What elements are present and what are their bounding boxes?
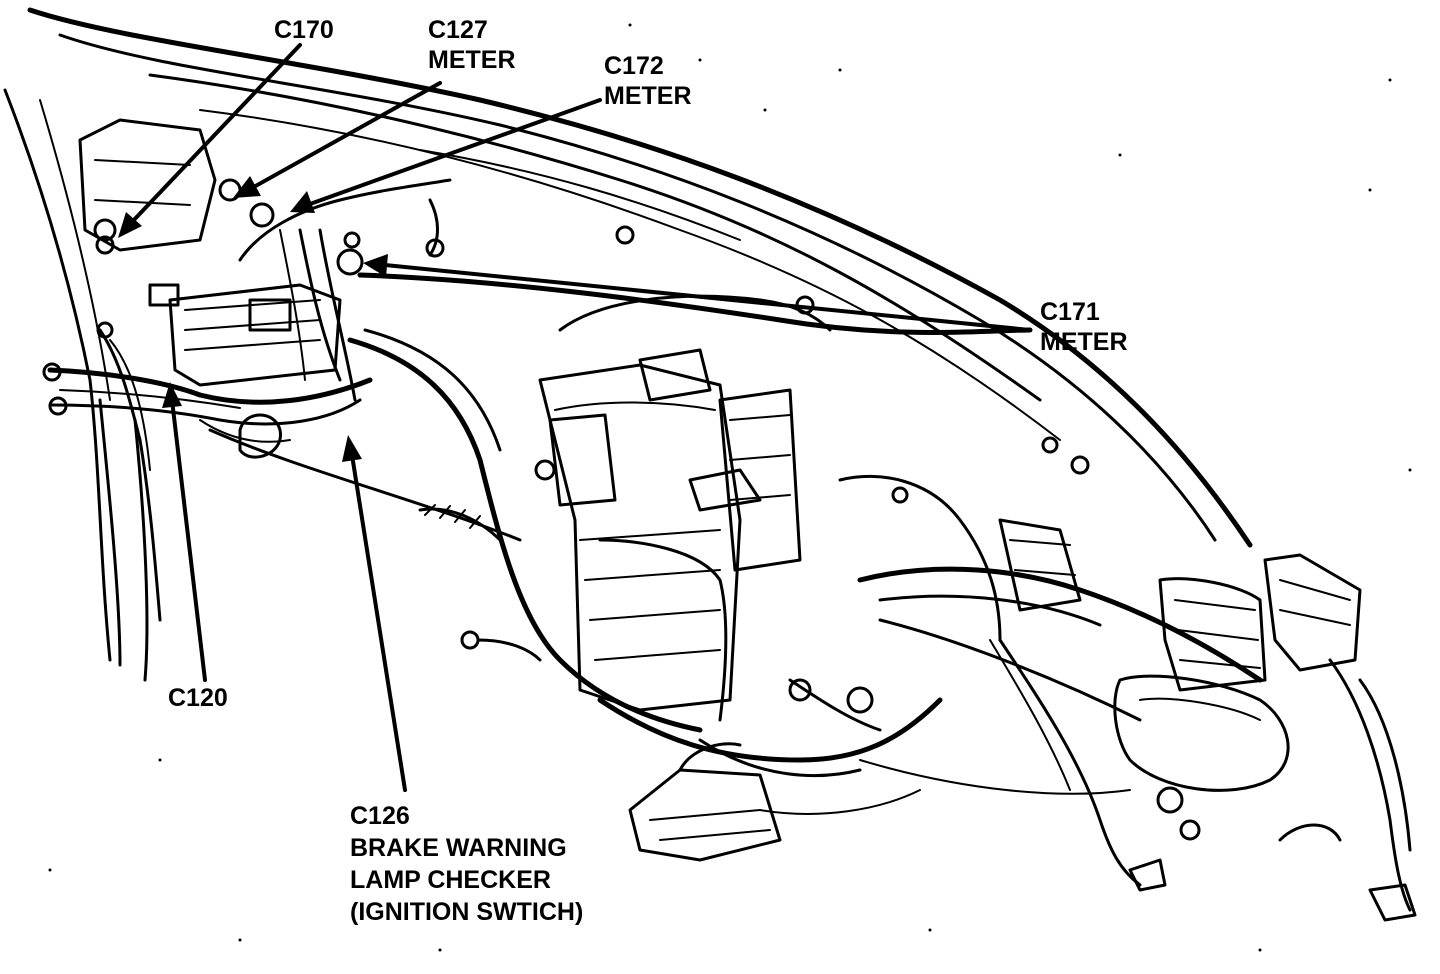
leader-c171 [383,263,1032,332]
label-c127-line-1: C127 [428,16,488,44]
label-c126-line-4: (IGNITION SWTICH) [350,898,583,926]
leader-c170 [130,43,302,224]
print-specks [48,23,1412,952]
leader-c126 [350,453,407,792]
leader-c172 [308,98,602,206]
leader-c127 [250,81,442,190]
label-c172-line-2: METER [604,82,692,110]
leader-c120 [170,398,207,682]
label-c120-line-1: C120 [168,684,228,712]
label-c172-line-1: C172 [604,52,664,80]
callout-leaders [118,43,1032,792]
label-c170: C170 [274,16,334,44]
label-c126-line-1: C126 [350,802,410,830]
label-c171-line-1: C171 [1040,298,1100,326]
arrowhead-c172 [290,191,315,213]
arrowhead-c171 [363,254,388,277]
label-c126-line-3: LAMP CHECKER [350,866,551,894]
arrowhead-c126 [342,435,362,462]
instrument-panel-drawing [3,7,1417,922]
label-c126: C126 BRAKE WARNING LAMP CHECKER (IGNITIO… [350,802,583,926]
arrowhead-c170 [118,212,142,238]
label-c172: C172 METER [604,52,692,110]
label-c120: C120 [168,684,228,712]
label-c171-line-2: METER [1040,328,1128,356]
label-c127: C127 METER [428,16,516,74]
label-c170-line-1: C170 [274,16,334,44]
label-c127-line-2: METER [428,46,516,74]
callout-labels: C170 C127 METER C172 METER C171 METER C1… [168,16,1128,926]
label-c126-line-2: BRAKE WARNING [350,834,567,862]
label-c171: C171 METER [1040,298,1128,356]
arrowhead-c120 [162,382,182,408]
arrowhead-c127 [233,176,261,198]
